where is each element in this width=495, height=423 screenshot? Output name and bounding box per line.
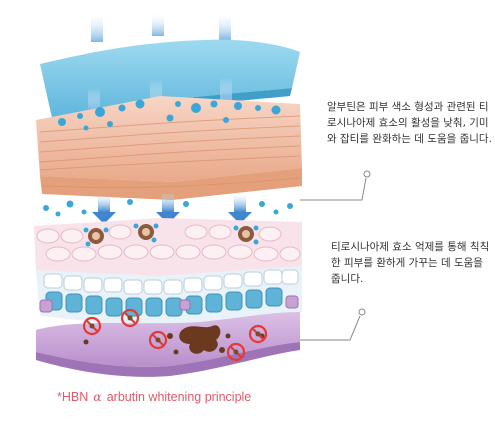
annotation-brightening: 티로시나아제 효소 억제를 통해 칙칙한 피부를 환하게 가꾸는 데 도움을 줍… bbox=[331, 241, 490, 285]
top-arrows bbox=[91, 12, 231, 42]
epidermis-layer bbox=[36, 96, 302, 200]
annotation-melanin-inhibition: 알부틴은 피부 색소 형성과 관련된 티로시나아제 효소의 활성을 낮춰, 기미… bbox=[327, 101, 492, 145]
leader-lines bbox=[300, 170, 371, 341]
basal-layer bbox=[36, 266, 302, 330]
caption-text: arbutin whitening principle bbox=[106, 390, 252, 404]
cell-layer bbox=[34, 218, 302, 276]
melanin-layer bbox=[36, 308, 300, 377]
melanin-spot bbox=[179, 325, 221, 354]
molecules-layer bbox=[43, 194, 293, 224]
caption-alpha: α bbox=[93, 389, 102, 404]
melanocyte-clusters bbox=[83, 223, 259, 247]
diagram-caption: *HBN α arbutin whitening principle bbox=[57, 389, 251, 404]
caption-prefix: *HBN bbox=[57, 390, 89, 404]
leader-line-2 bbox=[300, 315, 361, 341]
leader-line-1 bbox=[300, 177, 367, 201]
